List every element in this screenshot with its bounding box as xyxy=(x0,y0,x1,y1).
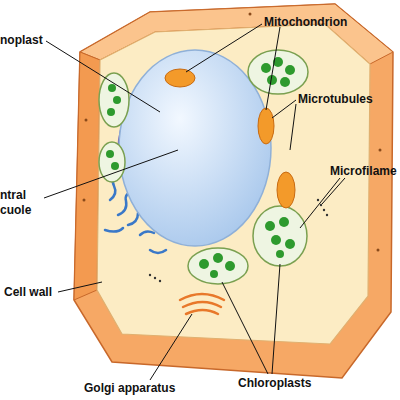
cytoplasm xyxy=(97,24,370,344)
part-label: Microtubules xyxy=(298,92,373,107)
part-label: noplast xyxy=(0,33,43,48)
part-label: Microfilame xyxy=(330,164,397,179)
part-label: Mitochondrion xyxy=(264,15,347,30)
grana xyxy=(106,57,295,278)
microfilaments xyxy=(149,199,328,282)
cell-wall-side xyxy=(74,52,100,300)
part-label: Golgi apparatus xyxy=(84,381,175,396)
part-label: ntral cuole xyxy=(0,188,42,218)
part-label: Chloroplasts xyxy=(238,376,311,391)
part-label: Cell wall xyxy=(4,285,52,300)
leader-lines xyxy=(44,24,345,380)
golgi-apparatus xyxy=(180,294,224,314)
central-vacuole xyxy=(119,50,271,246)
mitochondria xyxy=(165,69,295,208)
cell-wall xyxy=(74,4,393,378)
